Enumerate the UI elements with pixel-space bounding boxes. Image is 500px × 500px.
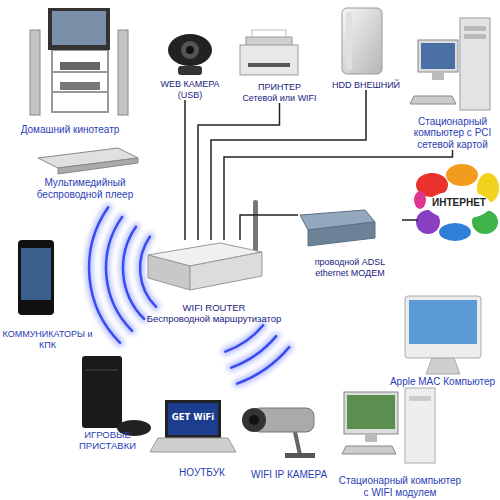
device-caption: Мультимедийный беспроводной плеер [25,177,145,200]
laptop-picture [150,400,236,452]
network-cable [402,219,418,221]
device-caption: WEB КАМЕРА (USB) [150,79,230,100]
hdd-picture [342,8,382,74]
network-cable [240,215,298,240]
device-caption-box: Стационарный компьютер с PCI сетевой кар… [405,5,500,150]
modem-picture [300,210,375,246]
device-caption-box: WIFI IP КАМЕРА [244,395,334,480]
printer-picture [240,30,298,75]
device-caption: НОУТБУК [179,467,225,479]
network-cable [184,100,186,240]
network-cable [198,103,280,240]
device-subcaption: Беспроводной маршрутизатор [147,314,282,325]
router-picture [148,200,262,290]
device-caption-box: WEB КАМЕРА (USB) [150,30,230,100]
phone-picture [18,240,54,315]
device-caption: WIFI IP КАМЕРА [251,469,327,481]
device-subcaption: Сетевой или WIFI [242,93,316,103]
device-caption: Apple MAC Компьютер [390,376,495,388]
device-caption: ИГРОВЫЕ ПРИСТАВКИ [55,430,160,452]
network-cable [211,90,366,240]
device-caption: ПРИНТЕР [258,82,301,92]
home-theater-picture [30,8,128,115]
device-caption-box: Apple MAC Компьютер [385,292,500,387]
console-picture [82,356,151,436]
desktop-pc-picture [410,18,490,110]
ip-camera-picture [242,408,315,458]
device-caption-box: Стационарный компьютер с WIFI модулем [335,388,465,498]
device-caption: Домашний кинотеатр [21,124,120,136]
device-caption: проводной ADSL ethernet МОДЕМ [298,257,402,278]
network-cable [224,150,453,240]
device-caption: Стационарный компьютер с PCI сетевой кар… [405,116,500,151]
internet-splash [414,164,499,241]
wifi-pc-picture [342,388,435,463]
device-caption-box: НОУТБУК [162,398,242,478]
device-caption: Стационарный компьютер с WIFI модулем [335,475,465,498]
device-caption-box: проводной ADSL ethernet МОДЕМ [298,200,402,278]
internet-cloud: ИНТЕРНЕТ [418,165,500,240]
device-caption-box: КОММУНИКАТОРЫ и КПК [0,232,95,350]
device-caption-box: HDD ВНЕШНИЙ [330,5,402,90]
device-caption: КОММУНИКАТОРЫ и КПК [0,329,95,350]
device-caption-box: Домашний кинотеатр [5,5,135,135]
mac-picture [405,296,481,374]
device-caption: WIFI ROUTER [183,303,246,314]
device-caption-box: ПРИНТЕРСетевой или WIFI [232,28,327,103]
device-caption-box: ИГРОВЫЕ ПРИСТАВКИ [55,350,160,452]
device-caption: HDD ВНЕШНИЙ [332,80,400,90]
router-box: WIFI ROUTERБеспроводной маршрутизатор [135,240,293,325]
media-player-picture [38,148,138,174]
webcam-picture [168,34,212,75]
screen-text: GET WiFi [168,412,218,422]
device-caption: ИНТЕРНЕТ [432,197,486,209]
device-caption-box: Мультимедийный беспроводной плеер [25,140,145,200]
